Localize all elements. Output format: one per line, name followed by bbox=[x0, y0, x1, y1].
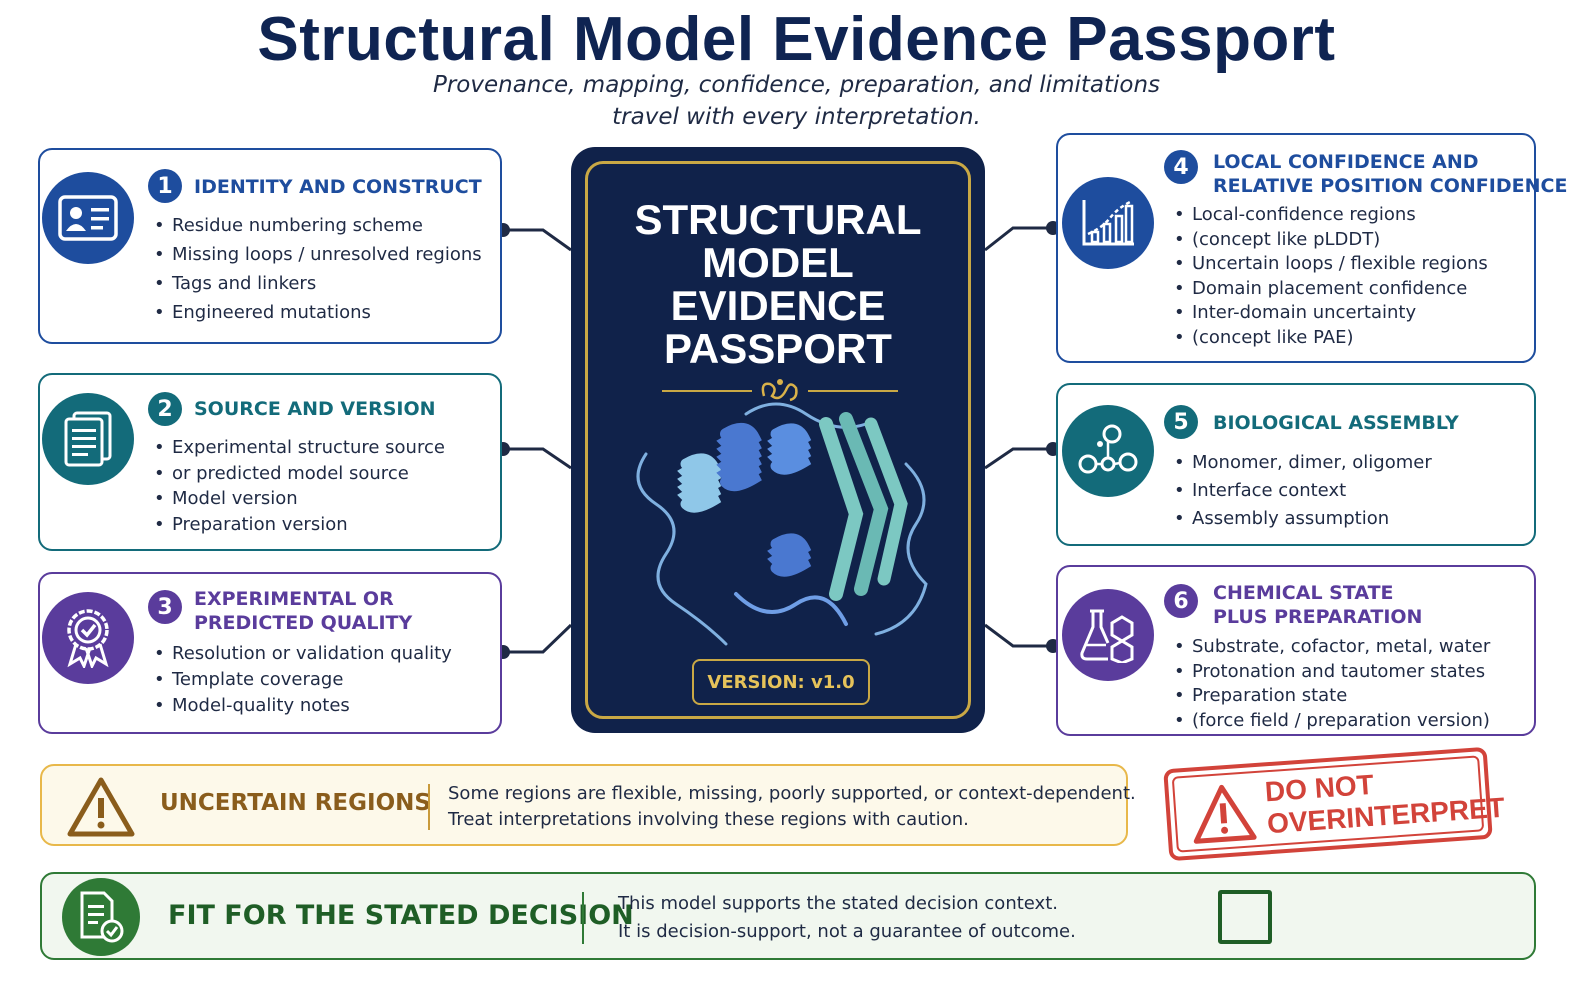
card-1-list: Residue numbering scheme Missing loops /… bbox=[152, 211, 482, 327]
molecular-assembly-icon bbox=[1062, 405, 1154, 497]
list-item: Model-quality notes bbox=[152, 693, 452, 719]
list-item: Monomer, dimer, oligomer bbox=[1172, 449, 1432, 477]
card-2-list: Experimental structure source or predict… bbox=[152, 435, 445, 537]
card-2-number: 2 bbox=[148, 392, 182, 426]
version-badge: VERSION: v1.0 bbox=[692, 659, 870, 705]
card-5-title: BIOLOGICAL ASSEMBLY bbox=[1213, 412, 1459, 434]
list-item: Resolution or validation quality bbox=[152, 641, 452, 667]
page-title: Structural Model Evidence Passport bbox=[257, 5, 1336, 74]
uncertain-regions-text: Some regions are flexible, missing, poor… bbox=[448, 783, 1136, 830]
list-item: Protonation and tautomer states bbox=[1172, 660, 1490, 685]
list-item: Model version bbox=[152, 486, 445, 512]
list-item: Preparation state bbox=[1172, 684, 1490, 709]
passport-title: STRUCTURAL MODEL EVIDENCE PASSPORT bbox=[634, 196, 922, 372]
document-check-icon bbox=[62, 878, 140, 956]
card-6-list: Substrate, cofactor, metal, water Proton… bbox=[1172, 635, 1490, 733]
list-item: Experimental structure source bbox=[152, 435, 445, 461]
list-item-continuation: (concept like pLDDT) bbox=[1172, 228, 1488, 253]
list-item: Interface context bbox=[1172, 477, 1432, 505]
uncertain-regions-label: UNCERTAIN REGIONS bbox=[160, 790, 431, 816]
warning-triangle-icon bbox=[67, 777, 135, 837]
stamp-warning-icon bbox=[1193, 784, 1257, 844]
list-item: Domain placement confidence bbox=[1172, 277, 1488, 302]
fit-for-decision-banner: FIT FOR THE STATED DECISION This model s… bbox=[40, 872, 1536, 960]
card-biological-assembly: 5 BIOLOGICAL ASSEMBLY Monomer, dimer, ol… bbox=[1056, 383, 1536, 546]
subtitle-line-2: travel with every interpretation. bbox=[612, 104, 981, 130]
card-4-list: Local-confidence regions (concept like p… bbox=[1172, 203, 1488, 351]
bar-chart-icon bbox=[1062, 177, 1154, 269]
id-card-icon bbox=[42, 172, 134, 264]
list-item: Tags and linkers bbox=[152, 269, 482, 298]
card-6-number: 6 bbox=[1164, 584, 1198, 618]
protein-structure-icon bbox=[636, 402, 928, 646]
subtitle-line-1: Provenance, mapping, confidence, prepara… bbox=[432, 72, 1161, 98]
list-item-continuation: (concept like PAE) bbox=[1172, 326, 1488, 351]
list-item: Local-confidence regions bbox=[1172, 203, 1488, 228]
list-item: Preparation version bbox=[152, 512, 445, 538]
card-identity-construct: 1 IDENTITY AND CONSTRUCT Residue numberi… bbox=[38, 148, 502, 344]
list-item: Template coverage bbox=[152, 667, 452, 693]
list-item: Uncertain loops / flexible regions bbox=[1172, 252, 1488, 277]
passport-book: STRUCTURAL MODEL EVIDENCE PASSPORT bbox=[571, 147, 985, 733]
card-4-number: 4 bbox=[1164, 150, 1198, 184]
chemistry-flask-icon bbox=[1062, 589, 1154, 681]
card-5-number: 5 bbox=[1164, 405, 1198, 439]
card-5-list: Monomer, dimer, oligomer Interface conte… bbox=[1172, 449, 1432, 533]
card-3-list: Resolution or validation quality Templat… bbox=[152, 641, 452, 719]
ornament-divider-icon bbox=[662, 379, 898, 402]
divider bbox=[428, 784, 430, 830]
document-stack-icon bbox=[42, 393, 134, 485]
fit-for-decision-label: FIT FOR THE STATED DECISION bbox=[168, 900, 634, 931]
list-item: Substrate, cofactor, metal, water bbox=[1172, 635, 1490, 660]
decision-checkbox[interactable] bbox=[1218, 890, 1272, 944]
card-1-number: 1 bbox=[148, 169, 182, 203]
list-item: Residue numbering scheme bbox=[152, 211, 482, 240]
quality-badge-icon bbox=[42, 592, 134, 684]
list-item: Engineered mutations bbox=[152, 298, 482, 327]
list-item: Assembly assumption bbox=[1172, 505, 1432, 533]
card-2-title: SOURCE AND VERSION bbox=[194, 398, 436, 420]
card-1-title: IDENTITY AND CONSTRUCT bbox=[194, 176, 482, 198]
fit-for-decision-text: This model supports the stated decision … bbox=[618, 893, 1076, 942]
list-item-continuation: or predicted model source bbox=[152, 461, 445, 487]
list-item: Missing loops / unresolved regions bbox=[152, 240, 482, 269]
passport-border: STRUCTURAL MODEL EVIDENCE PASSPORT bbox=[585, 161, 971, 719]
card-source-version: 2 SOURCE AND VERSION Experimental struct… bbox=[38, 373, 502, 551]
card-3-number: 3 bbox=[148, 590, 182, 624]
uncertain-regions-banner: UNCERTAIN REGIONS Some regions are flexi… bbox=[40, 764, 1136, 846]
list-item-continuation: (force field / preparation version) bbox=[1172, 709, 1490, 734]
list-item: Inter-domain uncertainty bbox=[1172, 301, 1488, 326]
divider bbox=[582, 892, 584, 944]
